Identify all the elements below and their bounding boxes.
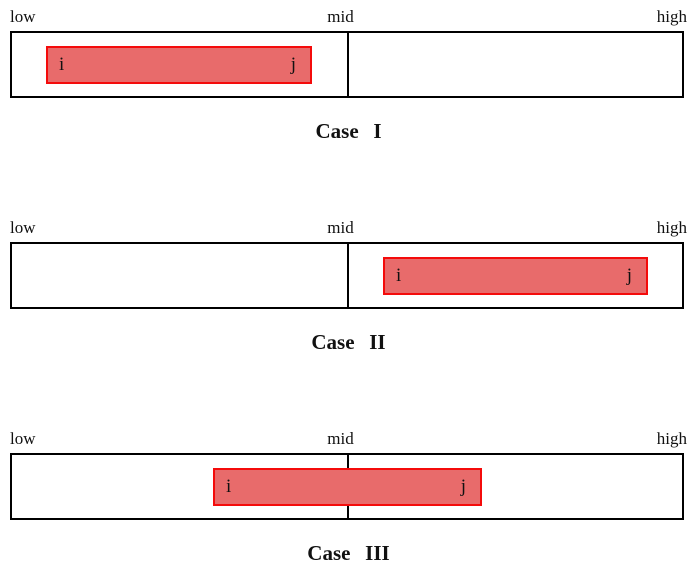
range-end-label: j	[626, 265, 632, 286]
range-start-label: i	[226, 476, 232, 497]
highlighted-range-bar: i j	[46, 46, 312, 84]
pointer-labels-row: low mid high	[10, 6, 687, 30]
mid-divider-line	[347, 33, 349, 96]
range-end-label: j	[460, 476, 466, 497]
high-label: high	[656, 429, 687, 448]
pointer-labels-row: low mid high	[10, 428, 687, 452]
case-section-2: low mid high i j Case II	[10, 217, 687, 355]
range-track: i j	[10, 453, 684, 520]
case-section-3: low mid high i j Case III	[10, 428, 687, 566]
mid-divider-line	[347, 244, 349, 307]
pointer-labels-row: low mid high	[10, 217, 687, 241]
range-track: i j	[10, 242, 684, 309]
low-label: low	[10, 218, 36, 237]
low-label: low	[10, 429, 36, 448]
range-end-label: j	[290, 54, 296, 75]
low-label: low	[10, 7, 36, 26]
high-label: high	[656, 218, 687, 237]
case-section-1: low mid high i j Case I	[10, 6, 687, 144]
mid-label: mid	[327, 7, 354, 26]
highlighted-range-bar: i j	[383, 257, 648, 295]
case-caption: Case I	[315, 119, 382, 143]
case-caption: Case III	[307, 541, 390, 565]
high-label: high	[656, 7, 687, 26]
case-caption: Case II	[311, 330, 386, 354]
highlighted-range-bar: i j	[213, 468, 482, 506]
range-start-label: i	[396, 265, 402, 286]
mid-label: mid	[327, 429, 354, 448]
range-track: i j	[10, 31, 684, 98]
range-start-label: i	[59, 54, 65, 75]
mid-label: mid	[327, 218, 354, 237]
